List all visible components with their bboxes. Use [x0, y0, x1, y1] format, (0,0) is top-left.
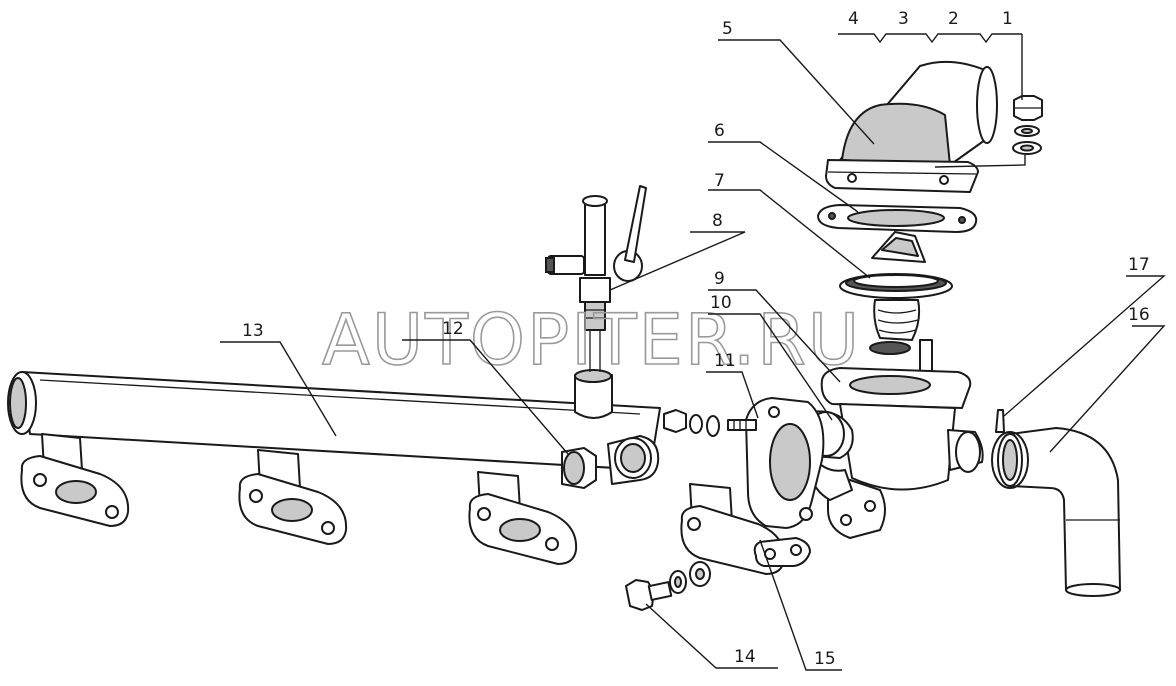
callout-13: 13 — [242, 321, 264, 341]
callout-14: 14 — [734, 647, 756, 667]
manifold-flange-1 — [20, 433, 130, 527]
callout-8: 8 — [712, 211, 723, 231]
thermostat-cover-elbow — [825, 60, 998, 193]
water-manifold-pipe — [7, 369, 661, 471]
thermostat — [839, 231, 953, 387]
flat-washer — [1012, 141, 1042, 155]
manifold-flange-3 — [468, 471, 578, 565]
callout-11: 11 — [714, 351, 736, 371]
hose-clamp — [991, 409, 1029, 489]
spring-washer — [1014, 125, 1040, 137]
cover-gasket — [817, 204, 978, 233]
callout-12: 12 — [442, 319, 464, 339]
callout-3: 3 — [898, 9, 909, 29]
mounting-bolt — [625, 561, 711, 611]
callout-16: 16 — [1128, 305, 1150, 325]
callout-labels: 1 2 3 4 5 6 7 8 9 10 11 12 13 14 15 16 1… — [242, 9, 1150, 669]
cap-nut — [1013, 95, 1043, 121]
callout-4: 4 — [848, 9, 859, 29]
water-pump-bracket — [745, 397, 825, 567]
callout-9: 9 — [714, 269, 725, 289]
thermostat-housing — [820, 367, 984, 539]
stud-with-nut — [663, 409, 757, 437]
callout-1: 1 — [1002, 9, 1013, 29]
coolant-hose — [997, 427, 1121, 597]
callout-6: 6 — [714, 121, 725, 141]
callout-7: 7 — [714, 171, 725, 191]
drain-cock-valve — [545, 185, 647, 372]
manifold-flange-2 — [238, 449, 348, 545]
callout-5: 5 — [722, 19, 733, 39]
union-fitting — [561, 435, 660, 489]
leader-lines — [220, 33, 1166, 671]
callout-2: 2 — [948, 9, 959, 29]
callout-17: 17 — [1128, 255, 1150, 275]
callout-10: 10 — [710, 293, 732, 313]
callout-15: 15 — [814, 649, 836, 669]
